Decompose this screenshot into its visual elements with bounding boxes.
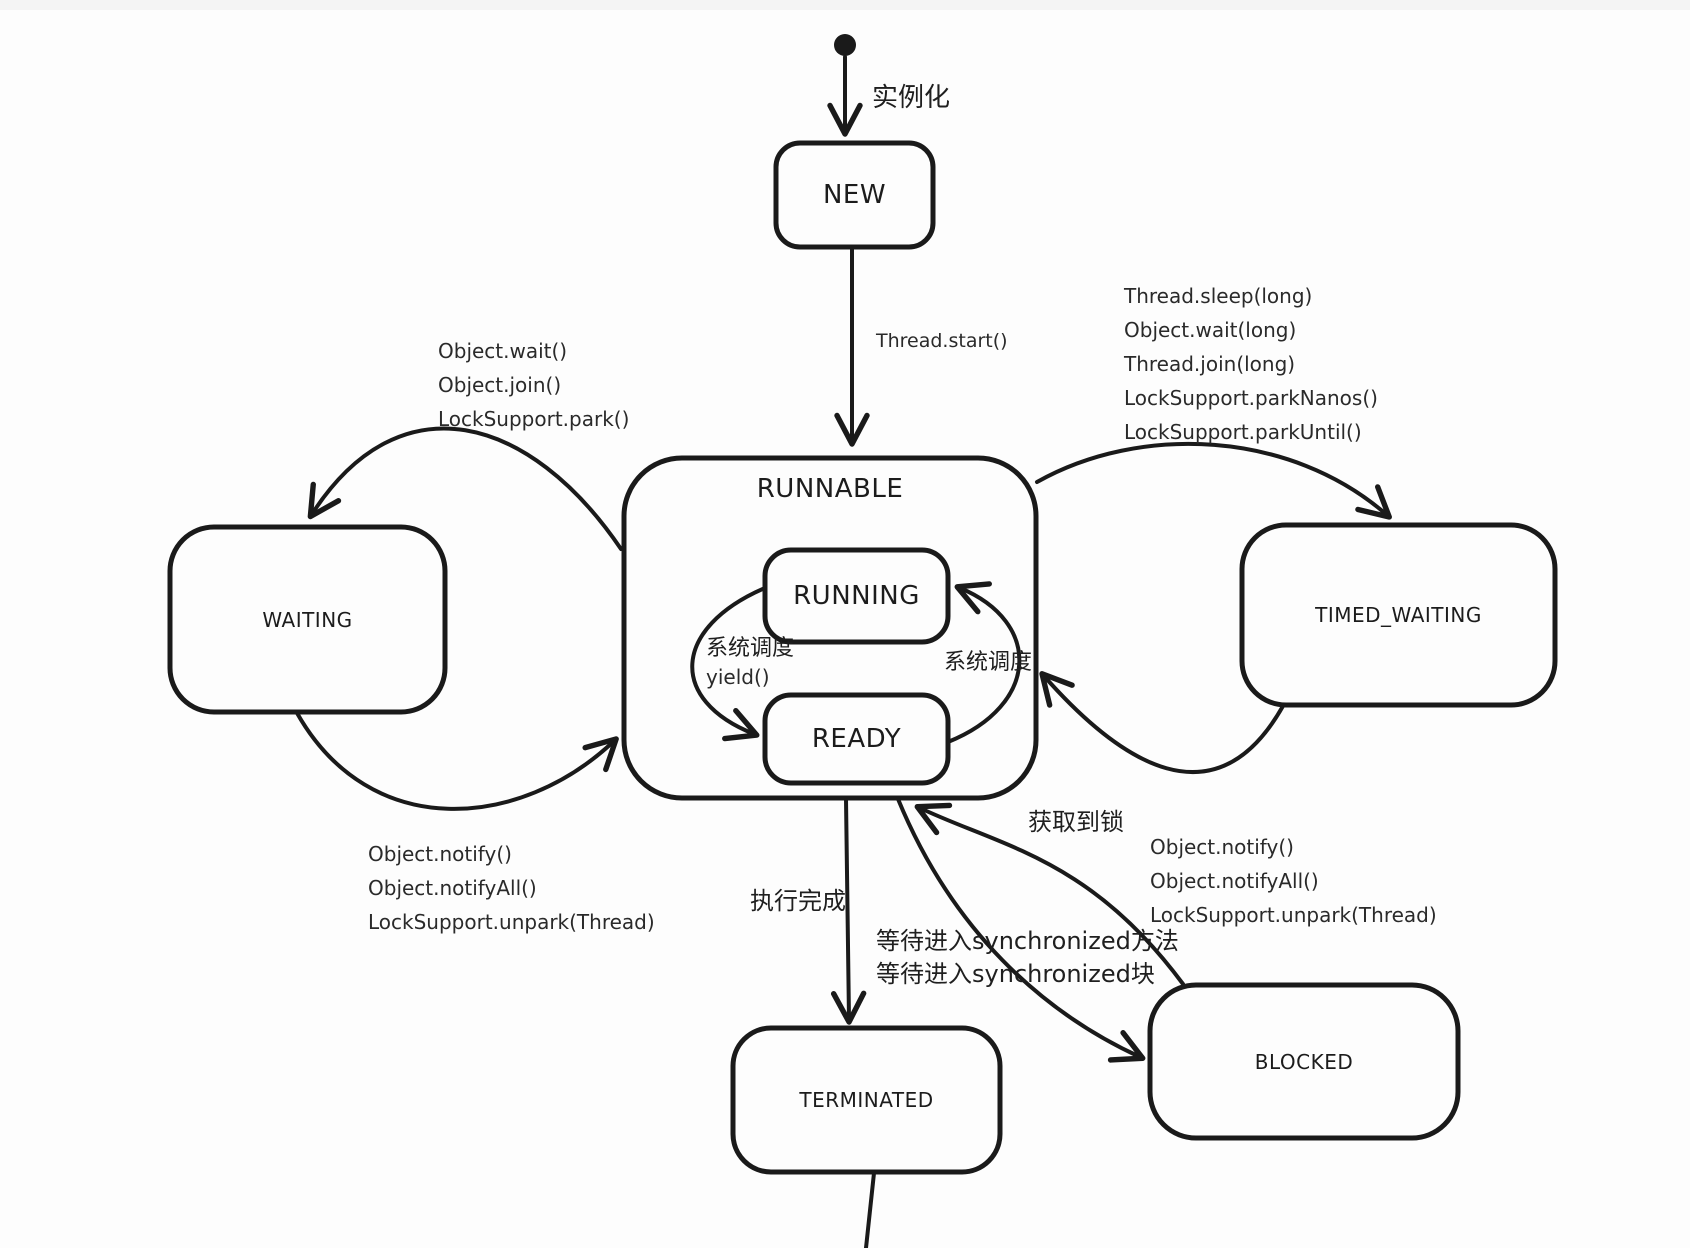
- transition-thread-start-label: Thread.start(): [876, 330, 1008, 352]
- state-running-label: RUNNING: [793, 580, 920, 611]
- transition-label-line: LockSupport.parkUntil(): [1124, 420, 1362, 444]
- transition-label-line: Object.notifyAll(): [1150, 869, 1319, 893]
- transition-yield-label: yield(): [706, 665, 770, 689]
- line-terminated-exit: [864, 1171, 876, 1248]
- arrow-ready-to-running: [946, 581, 1022, 744]
- state-ready-label: READY: [811, 723, 902, 754]
- transition-label-line: Object.notify(): [368, 842, 512, 866]
- arrow-running-to-ready: [690, 586, 767, 742]
- transition-from-waiting-labels: Object.notify() Object.notifyAll() LockS…: [368, 843, 655, 945]
- transition-to-timed-waiting-labels: Thread.sleep(long) Object.wait(long) Thr…: [1124, 285, 1378, 455]
- transition-label-line: Thread.join(long): [1124, 352, 1296, 376]
- arrow-runnable-to-waiting: [307, 426, 623, 551]
- state-new-box: [773, 140, 936, 250]
- transition-label-line: Object.join(): [438, 373, 562, 397]
- state-ready-box: [762, 692, 951, 786]
- transition-schedule-left-label: 系统调度: [706, 636, 795, 661]
- transition-lock-acquired-label: 获取到锁: [1028, 808, 1124, 836]
- transition-label-line: Object.wait(long): [1124, 318, 1297, 342]
- transition-from-timed-waiting-labels: Object.notify() Object.notifyAll() LockS…: [1150, 831, 1437, 933]
- transition-label-line: Object.notify(): [1150, 835, 1294, 859]
- top-strip: [0, 0, 1690, 10]
- state-waiting-box: [167, 524, 448, 715]
- transition-schedule-right-label: 系统调度: [944, 650, 1033, 675]
- transition-label-line: LockSupport.unpark(Thread): [1150, 903, 1437, 927]
- state-running-box: [762, 547, 951, 645]
- transition-label-line: LockSupport.park(): [438, 407, 630, 431]
- transition-label-line: LockSupport.parkNanos(): [1124, 386, 1378, 410]
- arrow-waiting-to-runnable: [295, 711, 619, 811]
- state-new-label: NEW: [822, 179, 887, 210]
- arrow-timed-waiting-to-runnable: [1039, 671, 1285, 775]
- state-runnable-label: RUNNABLE: [756, 473, 904, 504]
- arrow-blocked-to-runnable: [914, 802, 1185, 986]
- transition-label-line: Thread.sleep(long): [1124, 284, 1313, 308]
- transition-label-line: Object.notifyAll(): [368, 876, 537, 900]
- state-terminated-label: TERMINATED: [799, 1088, 934, 1112]
- transition-instantiate-label: 实例化: [872, 83, 951, 113]
- arrow-runnable-to-blocked: [896, 797, 1146, 1063]
- state-terminated-box: [730, 1025, 1003, 1175]
- transition-to-waiting-labels: Object.wait() Object.join() LockSupport.…: [438, 340, 629, 442]
- state-timed-waiting-label: TIMED_WAITING: [1315, 603, 1482, 627]
- state-blocked-box: [1147, 982, 1461, 1141]
- state-blocked-label: BLOCKED: [1254, 1049, 1354, 1074]
- arrow-runnable-to-timed-waiting: [1035, 441, 1392, 520]
- transition-execution-complete-label: 执行完成: [750, 887, 846, 915]
- state-waiting-label: WAITING: [262, 607, 353, 632]
- state-timed-waiting-box: [1239, 522, 1558, 708]
- transition-wait-synchronized-block-label: 等待进入synchronized块: [876, 960, 1155, 988]
- transition-wait-synchronized-method-label: 等待进入synchronized方法: [876, 927, 1179, 955]
- transition-label-line: LockSupport.unpark(Thread): [368, 910, 655, 934]
- arrow-runnable-to-terminated: [830, 797, 867, 1025]
- start-state-dot: [834, 34, 856, 56]
- transition-label-line: Object.wait(): [438, 339, 568, 363]
